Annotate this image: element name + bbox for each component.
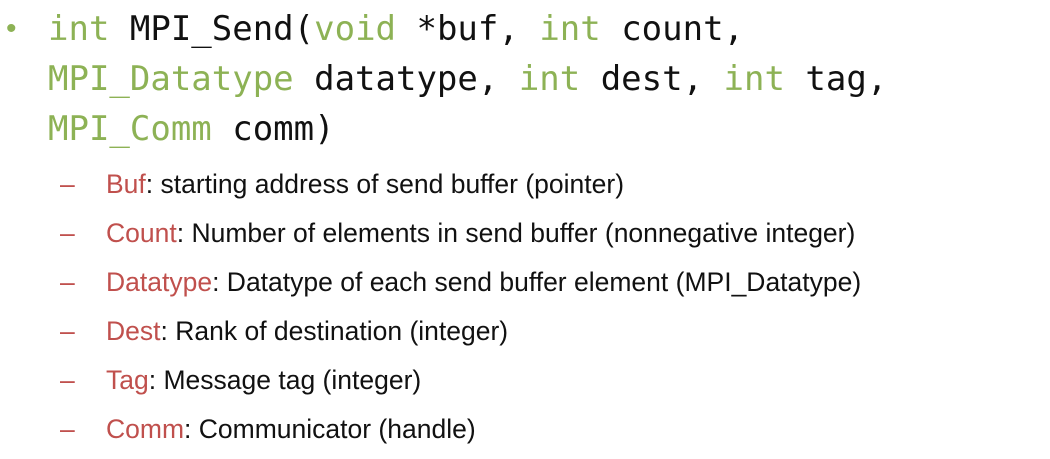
param-name: Dest (106, 316, 161, 346)
param-name: Buf (106, 169, 146, 199)
code-keyword: int (518, 59, 581, 99)
code-text: datatype, (293, 59, 519, 99)
dash-bullet: – (60, 365, 75, 395)
code-text: count, (600, 9, 745, 49)
dash-bullet: – (60, 316, 75, 346)
param-name: Tag (106, 365, 149, 395)
code-text: tag, (784, 59, 888, 99)
param-item-dest: – Dest: Rank of destination (integer) (60, 309, 508, 353)
param-name: Datatype (106, 267, 213, 297)
dash-bullet: – (60, 267, 75, 297)
param-name: Count (106, 218, 177, 248)
dash-bullet: – (60, 414, 75, 444)
param-description: : Communicator (handle) (184, 414, 476, 444)
code-text: MPI_Send( (109, 9, 315, 49)
code-keyword: int (723, 59, 785, 99)
param-name: Comm (106, 414, 185, 444)
signature-line-2: MPI_Datatype datatype, int dest, int tag… (48, 54, 887, 104)
code-text: comm) (211, 109, 335, 149)
param-item-tag: – Tag: Message tag (integer) (60, 358, 421, 402)
param-description: : Rank of destination (integer) (160, 316, 509, 346)
param-description: : Number of elements in send buffer (non… (176, 218, 856, 248)
param-item-count: – Count: Number of elements in send buffe… (60, 211, 855, 255)
code-keyword: MPI_Datatype (48, 59, 294, 99)
code-keyword: void (314, 9, 397, 49)
signature-line-3: MPI_Comm comm) (48, 104, 335, 154)
code-keyword: int (48, 9, 110, 49)
code-text: *buf, (396, 9, 540, 49)
function-signature: • int MPI_Send(void *buf, int count, MPI… (0, 4, 1050, 304)
param-item-comm: – Comm: Communicator (handle) (60, 407, 476, 451)
dash-bullet: – (60, 169, 75, 199)
code-keyword: int (539, 9, 601, 49)
signature-line-1: int MPI_Send(void *buf, int count, (48, 4, 744, 54)
dash-bullet: – (60, 218, 75, 248)
code-text: dest, (580, 59, 724, 99)
param-description: : starting address of send buffer (point… (145, 169, 625, 199)
param-item-datatype: – Datatype: Datatype of each send buffer … (60, 260, 861, 304)
bullet-icon: • (6, 12, 17, 45)
param-description: : Datatype of each send buffer element (… (212, 267, 862, 297)
param-description: : Message tag (integer) (148, 365, 422, 395)
param-item-buf: – Buf: starting address of send buffer (p… (60, 162, 624, 206)
code-keyword: MPI_Comm (48, 109, 212, 149)
